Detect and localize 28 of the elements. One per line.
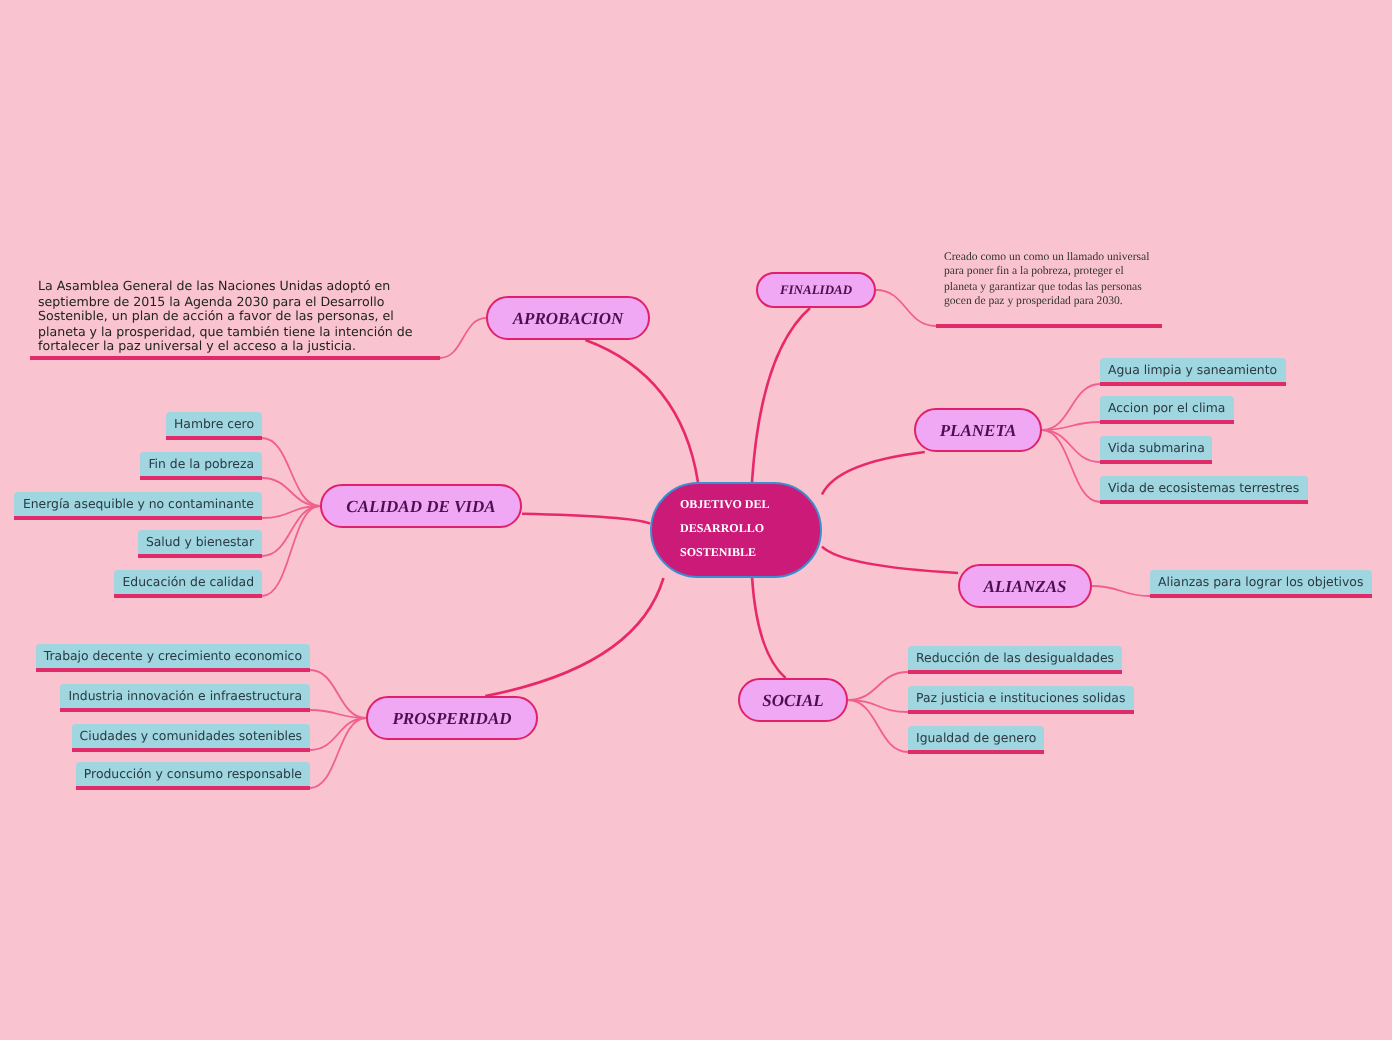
topic-box: ALIANZAS bbox=[958, 564, 1092, 608]
topic-box: APROBACION bbox=[486, 296, 650, 340]
connector-line bbox=[309, 669, 367, 719]
connector-line bbox=[261, 505, 321, 597]
connector-line bbox=[820, 450, 925, 496]
topic-box: PROSPERIDAD bbox=[366, 696, 538, 740]
connector-line bbox=[1041, 429, 1101, 503]
connector-line bbox=[439, 317, 487, 359]
topic-box: CALIDAD DE VIDA bbox=[320, 484, 522, 528]
connector-line bbox=[309, 717, 367, 789]
connector-line bbox=[484, 577, 665, 698]
connector-line bbox=[1041, 383, 1101, 431]
connector-line bbox=[309, 717, 367, 751]
connector-line bbox=[750, 307, 811, 483]
connector-line bbox=[847, 699, 909, 753]
connector-line bbox=[875, 289, 937, 327]
connector-line bbox=[261, 505, 321, 519]
connector-line bbox=[521, 512, 651, 525]
connector-line bbox=[847, 699, 909, 713]
connector-line bbox=[1091, 585, 1151, 597]
topic-box: PLANETA bbox=[914, 408, 1042, 452]
connector-line bbox=[750, 577, 787, 679]
connector-line bbox=[1041, 429, 1101, 463]
connector-line bbox=[261, 505, 321, 557]
topic-box: SOCIAL bbox=[738, 678, 848, 722]
connector-line bbox=[821, 545, 959, 575]
connector-line bbox=[584, 338, 700, 483]
connector-line bbox=[261, 437, 321, 507]
